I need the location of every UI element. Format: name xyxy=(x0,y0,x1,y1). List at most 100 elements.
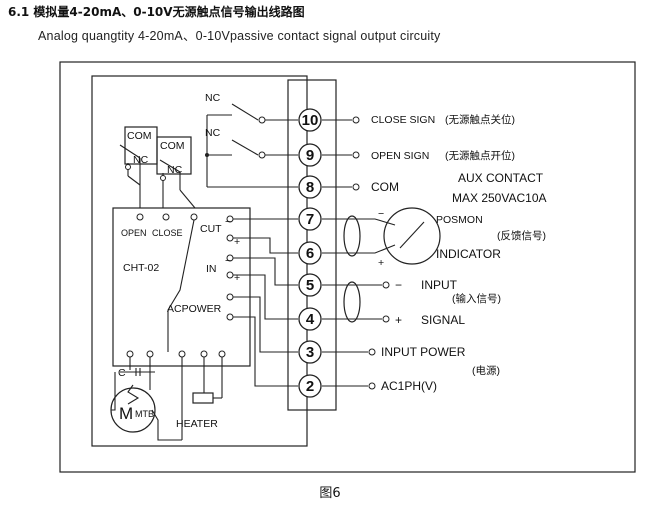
label-close-sign: CLOSE SIGN xyxy=(371,114,435,126)
contact-dot xyxy=(258,116,266,124)
wire-to-6 xyxy=(233,237,298,254)
terminal-7-label: 7 xyxy=(306,211,314,228)
label-capacitor-c: C xyxy=(118,367,126,379)
module-terminal xyxy=(162,213,170,221)
wire-to-4 xyxy=(233,274,298,320)
switch-wire-h xyxy=(179,189,196,209)
figure-caption: 图6 xyxy=(319,486,341,501)
aux-contact-nc2 xyxy=(231,139,259,156)
module-terminal xyxy=(226,271,234,279)
wire-to-3 xyxy=(233,296,298,353)
output-terminal xyxy=(352,116,360,124)
wire-posmon-plus xyxy=(322,244,396,254)
label-cut: CUT xyxy=(200,223,222,235)
label-com-1: COM xyxy=(127,130,152,142)
output-terminal xyxy=(352,151,360,159)
label-nc-aux2: NC xyxy=(205,127,221,139)
position-indicator-meter xyxy=(383,207,441,265)
terminal-9-label: 9 xyxy=(306,147,314,164)
section-subheading: Analog quangtity 4-20mA、0-10Vpassive con… xyxy=(38,29,441,43)
label-plus: + xyxy=(234,236,240,248)
module-terminal xyxy=(200,350,208,358)
label-open-sign: OPEN SIGN xyxy=(371,150,429,162)
label-posmon: POSMON xyxy=(436,214,483,226)
aux-contact-nc1 xyxy=(231,103,259,121)
heater-element xyxy=(192,392,214,404)
label-minus: − xyxy=(225,216,231,228)
contact-dot xyxy=(258,151,266,159)
terminal-6-circle xyxy=(298,241,322,265)
terminal-5-label: 5 xyxy=(306,277,314,294)
output-terminal xyxy=(352,183,360,191)
terminal-2-circle xyxy=(298,374,322,398)
module-terminal xyxy=(190,213,198,221)
contact-dot xyxy=(125,164,131,170)
terminal-9-circle xyxy=(298,143,322,167)
label-aux-rating: MAX 250VAC10A xyxy=(452,191,547,205)
label-open-sign-cn: (无源触点开位) xyxy=(445,149,515,162)
wire-posmon-minus xyxy=(322,218,396,226)
module-terminal xyxy=(126,350,134,358)
switch-lever-2 xyxy=(159,159,181,173)
label-feedback-cn: (反馈信号) xyxy=(497,229,546,242)
limit-switch-close xyxy=(156,136,192,175)
label-signal: SIGNAL xyxy=(421,313,465,327)
terminal-7-circle xyxy=(298,207,322,231)
label-heater: HEATER xyxy=(176,418,218,430)
shield-ellipse-feedback xyxy=(343,215,361,257)
label-plus: + xyxy=(378,257,384,269)
terminal-3-label: 3 xyxy=(306,344,314,361)
wire-to-2 xyxy=(233,316,298,387)
terminal-6-label: 6 xyxy=(306,245,314,262)
terminal-8-circle xyxy=(298,175,322,199)
label-close: CLOSE xyxy=(152,228,183,238)
module-terminal xyxy=(178,350,186,358)
switch-lever-1 xyxy=(119,144,141,159)
switch-wire-e xyxy=(127,175,141,186)
terminal-4-label: 4 xyxy=(306,311,315,328)
contact-dot xyxy=(160,175,166,181)
internal-link xyxy=(167,219,195,352)
terminal-10-label: 10 xyxy=(302,112,319,129)
label-input-power: INPUT POWER xyxy=(381,345,466,359)
label-in: IN xyxy=(206,263,217,275)
module-terminal xyxy=(136,213,144,221)
label-input-cn: (输入信号) xyxy=(452,292,501,305)
label-acpower: ACPOWER xyxy=(167,303,222,315)
label-nc-2: NC xyxy=(167,164,183,176)
label-input-minus: − xyxy=(395,278,402,292)
label-nc-aux1: NC xyxy=(205,92,221,104)
label-module: CHT-02 xyxy=(123,262,159,274)
label-input-plus: + xyxy=(395,313,402,327)
label-minus: − xyxy=(225,255,231,267)
label-com: COM xyxy=(371,180,399,194)
label-motor-m: M xyxy=(119,404,133,423)
terminal-4-circle xyxy=(298,307,322,331)
outer-frame xyxy=(59,61,636,473)
terminal-5-circle xyxy=(298,273,322,297)
label-indicator: INDICATOR xyxy=(436,247,501,261)
motor-wire xyxy=(111,372,116,411)
label-aux-contact: AUX CONTACT xyxy=(458,171,544,185)
label-nc-1: NC xyxy=(133,154,149,166)
meter-needle xyxy=(399,221,425,249)
terminal-2-label: 2 xyxy=(306,378,314,395)
label-input: INPUT xyxy=(421,278,458,292)
label-mtb: MTB xyxy=(135,409,154,419)
label-power-cn: (电源) xyxy=(472,364,500,377)
module-terminal xyxy=(218,350,226,358)
output-terminal xyxy=(382,315,390,323)
terminal-3-circle xyxy=(298,340,322,364)
motor-wire xyxy=(151,409,182,441)
label-plus: + xyxy=(234,272,240,284)
label-close-sign-cn: (无源触点关位) xyxy=(445,113,515,126)
wire-to-5 xyxy=(233,257,298,286)
output-terminal xyxy=(382,281,390,289)
section-heading: 6.1 模拟量4-20mA、0-10V无源触点信号输出线路图 xyxy=(8,5,305,19)
module-terminal xyxy=(226,234,234,242)
junction-dot xyxy=(205,153,209,157)
label-minus: − xyxy=(378,208,384,220)
